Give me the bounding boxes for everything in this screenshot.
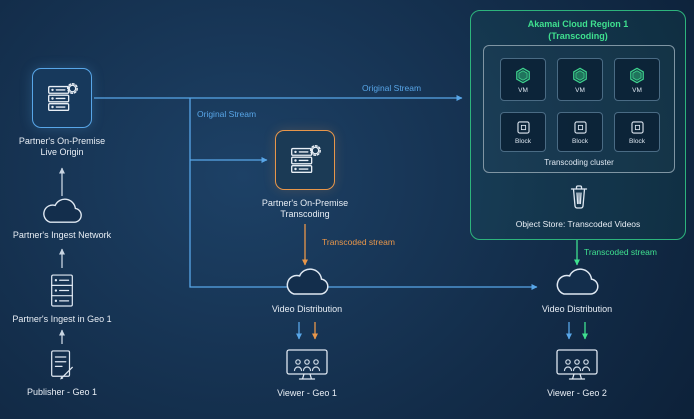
ingest-geo1-node: [47, 272, 77, 315]
audience-monitor-icon: [556, 349, 598, 380]
edge-original-stream-to-distribution: [189, 98, 538, 290]
transcoding-cluster-label: Transcoding cluster: [544, 158, 614, 167]
block-label: Block: [515, 138, 531, 145]
audience-monitor-icon: [286, 349, 328, 380]
cloud-icon: [556, 268, 599, 295]
server-rack-icon: [51, 274, 73, 307]
publisher-node: [47, 348, 77, 387]
viewer-geo1-label: Viewer - Geo 1: [277, 388, 337, 398]
akamai-cloud-region: Akamai Cloud Region 1 (Transcoding) VM V…: [470, 10, 686, 240]
transcoded-stream-onprem-label: Transcoded stream: [322, 237, 395, 247]
publisher-document-icon: [51, 350, 73, 380]
object-store-bucket-icon: [570, 185, 588, 209]
block-label: Block: [572, 138, 588, 145]
transcoding-node: [275, 130, 335, 190]
viewer-geo2-node: [554, 348, 600, 389]
video-distribution-2-node: [551, 266, 603, 305]
original-stream-top-label: Original Stream: [362, 83, 422, 93]
transcoding-label: Partner's On-Premise Transcoding: [261, 198, 349, 219]
block-node: Block: [614, 112, 660, 152]
region-title-line1: Akamai Cloud Region 1: [527, 19, 629, 29]
server-gear-icon: [48, 82, 78, 112]
object-store-label: Object Store: Transcoded Videos: [515, 219, 641, 229]
cloud-icon: [286, 268, 329, 295]
vm-label: VM: [575, 86, 585, 94]
ingest-geo1-label: Partner's Ingest in Geo 1: [12, 314, 112, 324]
video-distribution-1-node: [281, 266, 333, 305]
vm-label: VM: [518, 86, 528, 94]
block-storage-icon: [516, 121, 530, 134]
publisher-label: Publisher - Geo 1: [26, 387, 98, 397]
live-origin-label: Partner's On-Premise Live Origin: [18, 136, 106, 157]
original-stream-mid-label: Original Stream: [197, 109, 257, 119]
block-node: Block: [500, 112, 546, 152]
video-distribution-2-label: Video Distribution: [541, 304, 613, 314]
cloud-icon: [43, 198, 82, 223]
vm-node: VM: [500, 58, 546, 101]
server-gear-icon: [291, 144, 321, 174]
viewer-geo1-node: [284, 348, 330, 389]
region-title-line2: (Transcoding): [548, 31, 608, 41]
transcoded-stream-cloud-label: Transcoded stream: [584, 247, 657, 257]
live-origin-node: [32, 68, 92, 128]
vm-hexagon-icon: [573, 67, 587, 83]
block-label: Block: [629, 138, 645, 145]
block-storage-icon: [573, 121, 587, 134]
object-store-node: [567, 181, 591, 216]
video-distribution-1-label: Video Distribution: [271, 304, 343, 314]
vm-node: VM: [614, 58, 660, 101]
vm-label: VM: [632, 86, 642, 94]
ingest-network-label: Partner's Ingest Network: [12, 230, 112, 240]
block-storage-icon: [630, 121, 644, 134]
transcoding-cluster-box: VM VM VM: [483, 45, 675, 173]
vm-node: VM: [557, 58, 603, 101]
vm-hexagon-icon: [630, 67, 644, 83]
block-node: Block: [557, 112, 603, 152]
ingest-network-node: [38, 196, 86, 233]
vm-hexagon-icon: [516, 67, 530, 83]
viewer-geo2-label: Viewer - Geo 2: [547, 388, 607, 398]
